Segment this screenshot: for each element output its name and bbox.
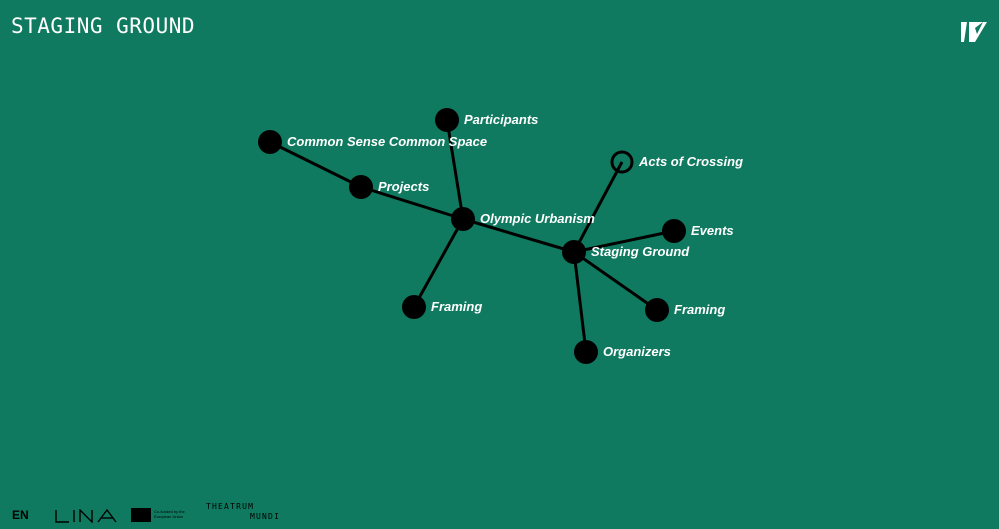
node-label[interactable]: Organizers [603, 344, 671, 359]
node-label[interactable]: Common Sense Common Space [287, 134, 487, 149]
footer: EN Co-funded by the European Union THEAT… [0, 499, 999, 529]
node-label[interactable]: Framing [674, 302, 725, 317]
mundi-line: MUNDI [250, 512, 281, 521]
node-dot[interactable] [451, 207, 475, 231]
node-dot[interactable] [349, 175, 373, 199]
edge-staging-ground-acts-of-crossing [572, 161, 624, 253]
edge-participants-olympic-urbanism [445, 119, 465, 220]
node-dot[interactable] [562, 240, 586, 264]
graph-node-projects[interactable]: Projects [349, 175, 429, 199]
graph-edges [269, 119, 675, 353]
language-switch[interactable]: EN [12, 508, 29, 522]
node-dot[interactable] [435, 108, 459, 132]
graph-node-participants[interactable]: Participants [435, 108, 538, 132]
node-dot[interactable] [610, 150, 634, 174]
page-title[interactable]: STAGING GROUND [11, 14, 196, 38]
node-label[interactable]: Participants [464, 112, 538, 127]
node-dot[interactable] [662, 219, 686, 243]
node-label[interactable]: Acts of Crossing [638, 154, 743, 169]
edge-staging-ground-events [573, 229, 675, 254]
node-dot[interactable] [645, 298, 669, 322]
node-label[interactable]: Framing [431, 299, 482, 314]
graph-node-common-sense-common-space[interactable]: Common Sense Common Space [258, 130, 487, 154]
node-label[interactable]: Events [691, 223, 734, 238]
node-dot[interactable] [258, 130, 282, 154]
theatrum-line: THEATRUM [206, 502, 255, 511]
edge-staging-ground-organizers [572, 251, 588, 353]
theatrum-mundi-logo[interactable]: THEATRUM MUNDI [206, 502, 280, 522]
brand-slash-logo-icon[interactable] [961, 18, 987, 42]
node-dot[interactable] [574, 340, 598, 364]
eu-logo-text: Co-funded by the European Union [154, 509, 185, 519]
graph-nodes: Common Sense Common Space ParticipantsPro… [258, 108, 743, 364]
graph-node-olympic-urbanism[interactable]: Olympic Urbanism [451, 207, 595, 231]
eu-flag-icon [131, 508, 151, 522]
node-label[interactable]: Staging Ground [591, 244, 690, 259]
graph-node-events[interactable]: Events [662, 219, 734, 243]
graph-node-acts-of-crossing[interactable]: Acts of Crossing [610, 150, 743, 174]
node-label[interactable]: Projects [378, 179, 429, 194]
edge-projects-olympic-urbanism [360, 185, 464, 221]
edge-olympic-urbanism-framing-1 [412, 218, 465, 308]
graph-node-organizers[interactable]: Organizers [574, 340, 671, 364]
edge-common-sense-common-space-projects [269, 140, 362, 189]
graph-node-framing-1[interactable]: Framing [402, 295, 482, 319]
graph-node-staging-ground[interactable]: Staging Ground [562, 240, 690, 264]
eu-cofunded-logo[interactable]: Co-funded by the European Union [131, 508, 197, 524]
lina-logo-icon[interactable] [55, 509, 119, 523]
node-dot[interactable] [402, 295, 426, 319]
node-label[interactable]: Olympic Urbanism [480, 211, 595, 226]
edge-staging-ground-framing-2 [573, 250, 658, 312]
edge-olympic-urbanism-staging-ground [462, 217, 575, 254]
graph-node-framing-2[interactable]: Framing [645, 298, 725, 322]
